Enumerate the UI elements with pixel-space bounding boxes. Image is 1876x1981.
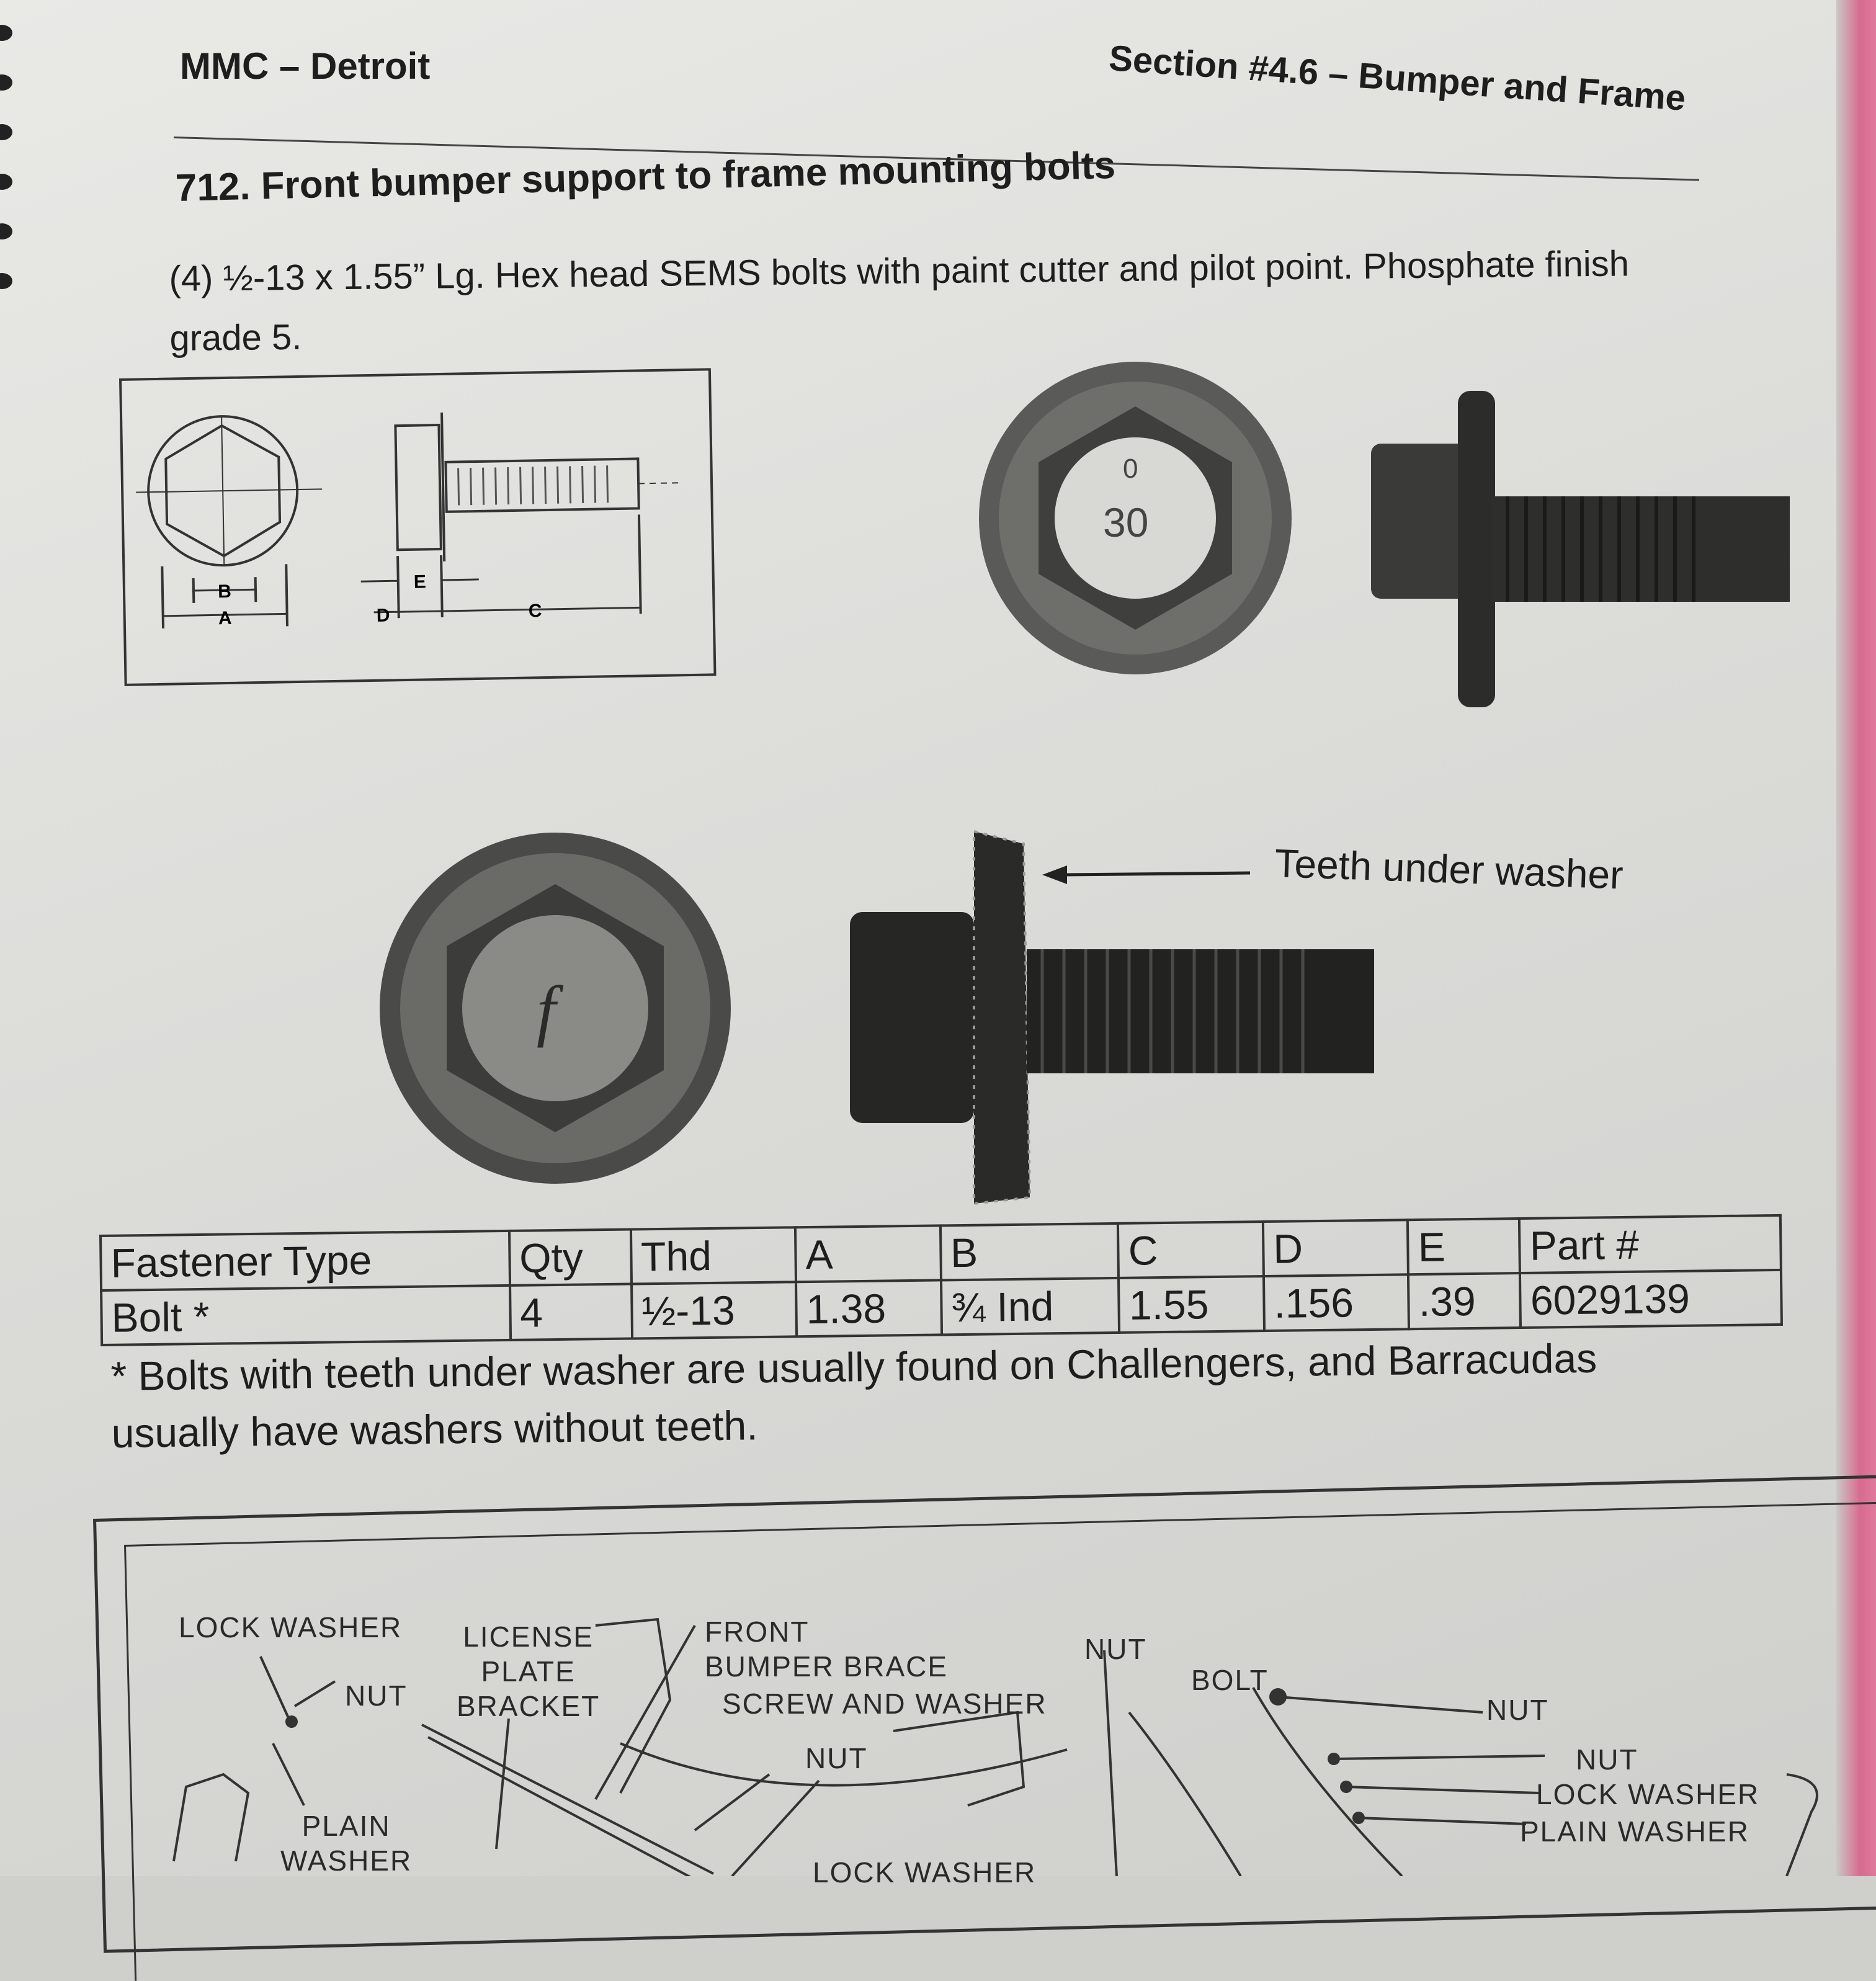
bolt-dimension-diagram: B A E D C (119, 368, 717, 686)
header-left: MMC – Detroit (180, 45, 431, 87)
label-plain-washer: PLAIN WASHER (280, 1810, 413, 1877)
table-footnote: * Bolts with teeth under washer are usua… (110, 1335, 1597, 1456)
label-nut-2: NUT (805, 1742, 868, 1774)
label-nut-1: NUT (345, 1679, 408, 1712)
exploded-view-drawing (172, 1617, 1818, 1876)
bolt-head-photo-2: f (380, 833, 731, 1184)
cell-c: 1.55 (1119, 1276, 1264, 1333)
col-header-fastener-type: Fastener Type (100, 1230, 510, 1290)
cell-a: 1.38 (796, 1280, 942, 1337)
label-lock-washer: LOCK WASHER (179, 1611, 403, 1643)
col-header-d: D (1262, 1220, 1409, 1277)
bolt-side-photo-2 (850, 830, 1374, 1205)
label-plain-washer-2: PLAIN WASHER (1520, 1815, 1749, 1848)
dim-label-d: D (377, 605, 390, 625)
label-nut-3: NUT (1084, 1633, 1147, 1665)
cell-thd: ½-13 (631, 1282, 797, 1339)
bolt-dimension-drawing: B A E D C (136, 412, 682, 628)
head-marking-mid: 30 (1103, 499, 1148, 545)
bolt-head-photo-1: 0 30 (979, 362, 1292, 674)
pink-page-edge (1836, 0, 1876, 1876)
section-description: (4) ½-13 x 1.55” Lg. Hex head SEMS bolts… (169, 243, 1630, 359)
cell-qty: 4 (509, 1284, 632, 1340)
cell-fastener-type: Bolt * (101, 1285, 511, 1345)
label-nut-4: NUT (1486, 1694, 1549, 1726)
cell-e: .39 (1408, 1273, 1521, 1330)
label-nut-5: NUT (1576, 1743, 1638, 1776)
col-header-qty: Qty (509, 1229, 632, 1286)
dim-label-a: A (218, 608, 232, 628)
fastener-spec-table: Fastener Type Qty Thd A B C D E Part # B… (99, 1214, 1783, 1346)
col-header-a: A (795, 1225, 941, 1282)
cell-part-number: 6029139 (1520, 1269, 1782, 1328)
col-header-e: E (1408, 1219, 1521, 1275)
teeth-arrow (1042, 865, 1251, 884)
col-header-b: B (940, 1223, 1119, 1281)
label-front-bumper-brace: FRONT BUMPER BRACE (705, 1616, 949, 1683)
label-bolt: BOLT (1191, 1664, 1269, 1696)
label-lock-washer-2: LOCK WASHER (813, 1856, 1037, 1889)
dim-label-c: C (529, 601, 542, 621)
cell-b: ¾ Ind (940, 1277, 1120, 1335)
bolt-side-photo-1 (1371, 391, 1790, 707)
label-screw-and-washer: SCREW AND WASHER (722, 1688, 1047, 1720)
col-header-thd: Thd (630, 1227, 797, 1284)
col-header-c: C (1118, 1222, 1264, 1278)
cell-d: .156 (1263, 1274, 1409, 1331)
label-lock-washer-3: LOCK WASHER (1536, 1778, 1760, 1810)
dim-label-e: E (414, 571, 427, 592)
head-marking-top: 0 (1123, 454, 1138, 484)
dim-label-b: B (218, 581, 231, 602)
label-license-plate-bracket: LICENSE PLATE BRACKET (457, 1621, 601, 1722)
col-header-part-number: Part # (1519, 1215, 1781, 1274)
